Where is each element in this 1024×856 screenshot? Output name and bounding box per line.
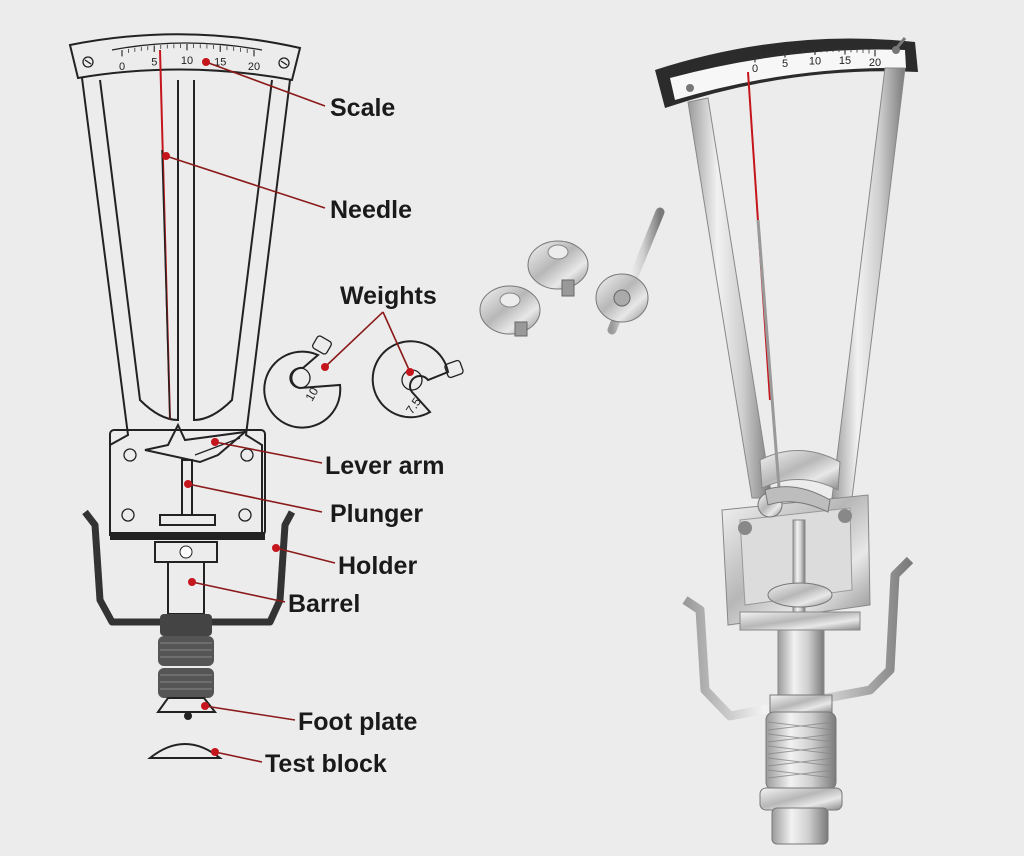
label-holder: Holder [338, 552, 417, 580]
weight-7-5-drawing: 7.5 [371, 340, 464, 419]
scale-ticks-diagram [121, 44, 255, 57]
scale-diagram-tick-label: 5 [151, 57, 157, 69]
scale-photo-tick-label: 15 [839, 55, 851, 67]
scale-diagram-tick-label: 0 [119, 61, 125, 73]
label-needle: Needle [330, 196, 412, 224]
scale-diagram-tick-label: 10 [181, 55, 193, 67]
label-test-block: Test block [265, 750, 387, 778]
scale-tick-labels-photo: 0 5 10 15 20 [752, 55, 881, 75]
scale-photo-tick-label: 10 [809, 56, 821, 68]
scale-ticks-photo [754, 48, 876, 63]
test-block [147, 743, 223, 759]
scale-photo-tick-label: 0 [752, 63, 758, 75]
label-lever-arm: Lever arm [325, 452, 445, 480]
label-plunger: Plunger [330, 500, 423, 528]
barrel [167, 561, 205, 615]
foot-plate [156, 697, 218, 713]
weight-10-drawing: 10 [263, 335, 342, 429]
frame [81, 77, 291, 536]
tonometer-photo: 0 5 10 15 20 [655, 37, 918, 845]
scale-diagram-tick-label: 20 [248, 61, 260, 73]
labels: Scale Needle Weights Lever arm Plunger H… [265, 94, 445, 778]
weights-photo [479, 207, 665, 337]
label-scale: Scale [330, 94, 395, 122]
scale-photo-tick-label: 20 [869, 57, 881, 69]
label-barrel: Barrel [288, 590, 360, 618]
leader-lines [162, 58, 414, 763]
holder [82, 509, 296, 626]
scale-plate [68, 33, 302, 82]
weight-label-7-5: 7.5 [403, 395, 424, 417]
label-foot-plate: Foot plate [298, 708, 418, 736]
lever-arm [144, 422, 249, 464]
scale-photo-tick-label: 5 [782, 58, 788, 70]
label-weights: Weights [340, 282, 437, 310]
weight-label-10: 10 [302, 385, 321, 404]
